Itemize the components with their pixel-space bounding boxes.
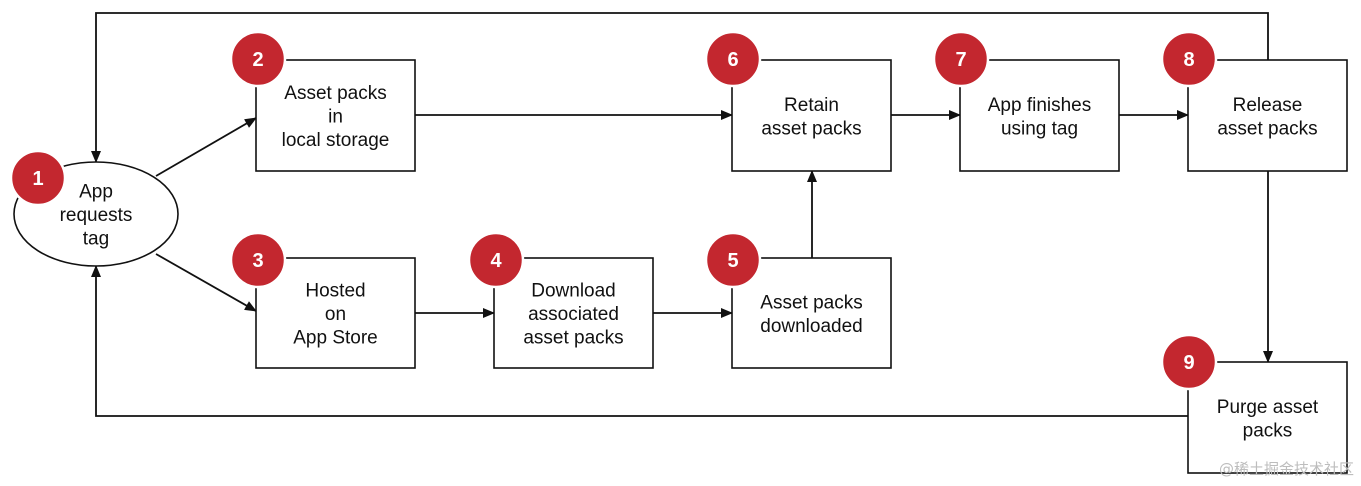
step-badge: 4 <box>467 231 525 289</box>
node-label-line: App finishes <box>988 95 1092 116</box>
node-box <box>255 59 416 172</box>
step-badge-number: 4 <box>490 250 502 272</box>
node-label-line: Retain <box>784 95 839 116</box>
node-label-line: asset packs <box>1217 118 1317 139</box>
node-box <box>1187 59 1348 172</box>
watermark-text: @稀土掘金技术社区 <box>1219 460 1354 478</box>
node-label-line: tag <box>83 229 109 250</box>
node-label-line: App <box>79 182 113 203</box>
node-box <box>959 59 1120 172</box>
step-badge: 5 <box>704 231 762 289</box>
node-step-5: Asset packs downloaded 5 <box>704 231 892 369</box>
node-label-line: using tag <box>1001 118 1078 139</box>
edges <box>91 12 1273 417</box>
arrow-n9-to-n1 <box>91 265 1188 417</box>
node-label-line: Download <box>531 281 616 302</box>
step-badge-circle <box>1160 333 1218 391</box>
node-label-line: Release <box>1233 95 1303 116</box>
step-badge-number: 3 <box>252 250 263 272</box>
step-badge-number: 2 <box>252 49 263 71</box>
node-box <box>731 257 892 369</box>
step-badge-number: 8 <box>1183 49 1194 71</box>
step-badge-number: 6 <box>727 49 738 71</box>
node-label-line: local storage <box>282 130 390 151</box>
step-badge-circle <box>9 149 67 207</box>
node-label-line: asset packs <box>523 328 623 349</box>
node-label-line: App Store <box>293 328 378 349</box>
step-badge: 7 <box>932 30 990 88</box>
node-label-line: packs <box>1243 420 1293 441</box>
step-badge-circle <box>229 30 287 88</box>
node-label-line: asset packs <box>761 118 861 139</box>
step-badge-circle <box>704 231 762 289</box>
node-label-line: downloaded <box>760 316 862 337</box>
node-box <box>731 59 892 172</box>
node-label-line: associated <box>528 304 619 325</box>
step-badge: 6 <box>704 30 762 88</box>
step-badge-number: 7 <box>955 49 966 71</box>
step-badge: 9 <box>1160 333 1218 391</box>
step-badge: 2 <box>229 30 287 88</box>
step-badge-number: 9 <box>1183 352 1194 374</box>
node-box <box>1187 361 1348 474</box>
arrow-n1-to-n2 <box>155 117 257 177</box>
node-label-line: on <box>325 304 346 325</box>
step-badge-number: 5 <box>727 250 738 272</box>
node-label-line: Asset packs <box>284 83 386 104</box>
step-badge-circle <box>467 231 525 289</box>
step-badge: 1 <box>9 149 67 207</box>
step-badge-circle <box>229 231 287 289</box>
step-badge-number: 1 <box>32 168 43 190</box>
arrow-n8-to-n1 <box>91 12 1269 163</box>
node-label-line: in <box>328 107 343 128</box>
node-label-line: Purge asset <box>1217 397 1319 418</box>
step-badge-circle <box>932 30 990 88</box>
node-box <box>493 257 654 369</box>
node-label-line: Hosted <box>305 281 365 302</box>
arrow-n1-to-n3 <box>155 253 257 312</box>
step-badge: 8 <box>1160 30 1218 88</box>
node-box <box>255 257 416 369</box>
step-badge: 3 <box>229 231 287 289</box>
step-badge-circle <box>704 30 762 88</box>
step-badge-circle <box>1160 30 1218 88</box>
node-label-line: Asset packs <box>760 292 862 313</box>
node-label-line: requests <box>60 205 133 226</box>
